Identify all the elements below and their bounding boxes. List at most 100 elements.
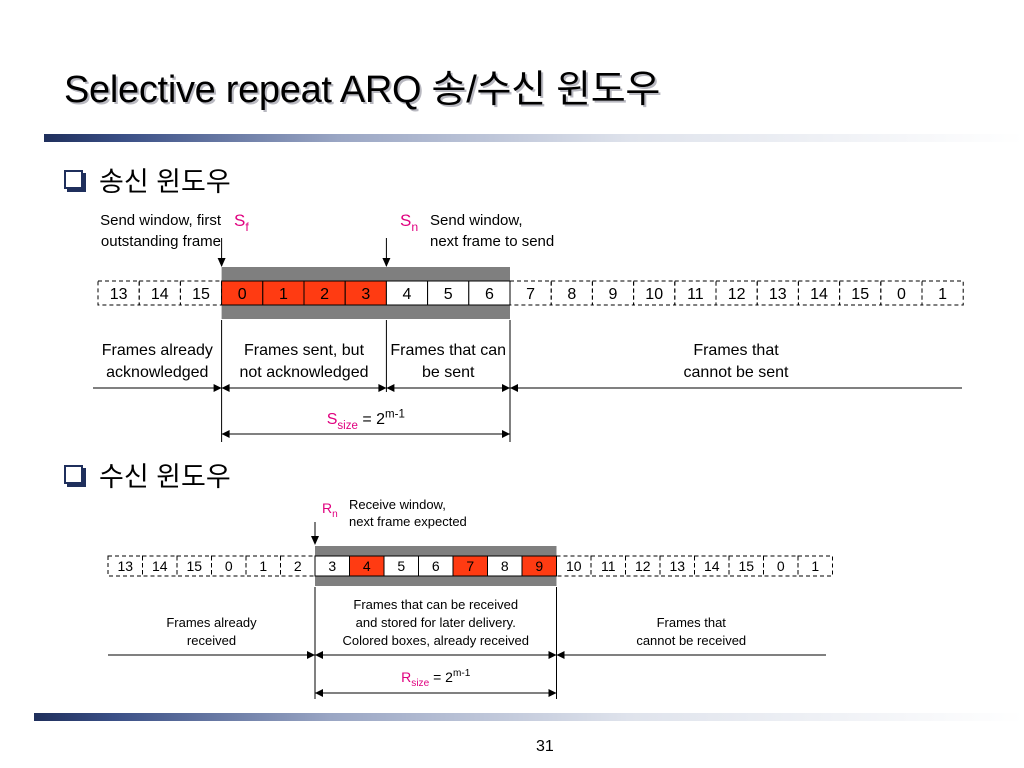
recv-frame-number: 0 (777, 558, 785, 574)
recv-window-size-label-sup: m-1 (453, 668, 471, 679)
send-region-arrow-usable-head-left (386, 384, 395, 392)
recv-region-caption: cannot be received (636, 633, 746, 648)
send-frame-number: 8 (567, 286, 576, 303)
send-frame-number: 7 (526, 286, 535, 303)
send-frame-cell (715, 280, 758, 306)
recv-frame-number: 3 (328, 558, 336, 574)
send-frame-number: 15 (192, 286, 210, 303)
send-region-caption: Frames that (693, 342, 779, 359)
send-region-arrow-ack-head-right (213, 384, 222, 392)
send-frame-cell (921, 280, 964, 306)
sf-pointer-label: Sf (234, 211, 249, 234)
recv-frame-number: 15 (738, 558, 754, 574)
sf-pointer-label-sub: f (245, 220, 249, 234)
sf-caption: Send window, first (100, 212, 222, 229)
send-frame-number: 6 (485, 286, 494, 303)
recv-window-size-label: Rsize = 2m-1 (401, 668, 471, 689)
send-frame-number: 3 (361, 286, 370, 303)
sf-pointer-arrowhead (217, 258, 226, 267)
send-frame-cell (179, 280, 223, 306)
send-frame-number: 11 (687, 286, 704, 303)
rn-caption: Receive window, (349, 497, 446, 512)
send-frame-cell (509, 280, 552, 306)
send-frame-number: 13 (769, 286, 787, 303)
send-window-size-label-main: S (327, 411, 338, 428)
recv-region-arrow-unusable-head-left (556, 651, 565, 659)
send-frame-cell (262, 280, 305, 306)
send-frame-cell (344, 280, 387, 306)
rn-caption: next frame expected (349, 514, 467, 529)
send-region-caption: be sent (422, 364, 475, 381)
send-window-size-label-eq: = 2 (358, 411, 385, 428)
send-region-arrow-usable-head-right (502, 384, 510, 392)
square-bullet-icon (64, 465, 83, 484)
send-region-caption: Frames already (102, 342, 213, 359)
send-frame-number: 1 (279, 286, 288, 303)
sn-pointer-label: Sn (400, 211, 418, 234)
send-frame-cell (839, 280, 882, 306)
recv-region-arrow-received-head-right (307, 651, 315, 659)
send-frame-number: 14 (810, 286, 828, 303)
send-region-caption: not acknowledged (240, 364, 369, 381)
square-bullet-icon (64, 170, 83, 189)
recv-region-caption: Frames that can be received (353, 597, 518, 612)
send-frame-number: 5 (444, 286, 453, 303)
send-frame-number: 9 (609, 286, 618, 303)
send-frame-cell (550, 280, 593, 306)
sn-pointer-label-sub: n (411, 220, 418, 234)
send-frame-cell (468, 280, 511, 306)
sf-caption: outstanding frame (101, 233, 221, 250)
send-frame-cell (674, 280, 717, 306)
send-frame-number: 14 (151, 286, 169, 303)
page-number: 31 (536, 738, 554, 755)
recv-window-size-arrow-head-right (548, 689, 557, 697)
send-window-size-arrow-head-left (221, 430, 230, 438)
slide-title: Selective repeat ARQ 송/수신 윈도우 (64, 69, 661, 111)
rn-pointer-arrowhead (311, 536, 319, 545)
send-frame-cell (303, 280, 346, 306)
bullet-send-label: 송신 윈도우 (99, 167, 231, 197)
recv-frame-number: 1 (811, 558, 819, 574)
recv-frame-number: 10 (566, 558, 582, 574)
rn-pointer-label: Rn (322, 500, 338, 520)
send-window-size-label: Ssize = 2m-1 (327, 408, 405, 432)
send-frame-number: 12 (728, 286, 746, 303)
title-divider (44, 134, 1024, 142)
send-window-size-label-sub: size (337, 420, 357, 432)
send-frame-cell (797, 280, 841, 306)
sn-pointer-label-main: S (400, 211, 411, 230)
recv-frame-number: 11 (601, 558, 616, 574)
sn-caption: Send window, (430, 212, 523, 229)
recv-frame-number: 4 (363, 558, 371, 574)
recv-window-size-label-main: R (401, 669, 411, 685)
send-frame-number: 1 (938, 286, 947, 303)
send-frame-number: 2 (320, 286, 329, 303)
recv-region-arrow-window-head-right (548, 651, 557, 659)
send-frame-cell (427, 280, 470, 306)
send-frame-number: 10 (645, 286, 663, 303)
recv-window-size-label-eq: = 2 (429, 669, 453, 685)
send-frame-cell (880, 280, 923, 306)
recv-frame-number: 7 (466, 558, 474, 574)
recv-frame-number: 12 (635, 558, 651, 574)
send-frame-cell (138, 280, 181, 306)
recv-frame-number: 13 (117, 558, 133, 574)
recv-window-size-arrow-head-left (315, 689, 323, 697)
sf-pointer-label-main: S (234, 211, 245, 230)
rn-pointer-label-main: R (322, 500, 332, 516)
send-frame-number: 13 (110, 286, 128, 303)
recv-frame-number: 9 (535, 558, 543, 574)
recv-frame-number: 2 (294, 558, 302, 574)
sn-pointer-arrowhead (382, 258, 391, 267)
recv-frame-cell (797, 555, 833, 577)
rn-pointer-label-sub: n (332, 509, 338, 520)
send-frame-cell (756, 280, 799, 306)
send-window-size-arrow-head-right (502, 430, 510, 438)
recv-region-caption: Frames that (657, 615, 727, 630)
recv-region-caption: Frames already (166, 615, 257, 630)
recv-frame-number: 6 (432, 558, 440, 574)
footer-divider (34, 713, 1024, 721)
send-region-caption: Frames sent, but (244, 342, 365, 359)
